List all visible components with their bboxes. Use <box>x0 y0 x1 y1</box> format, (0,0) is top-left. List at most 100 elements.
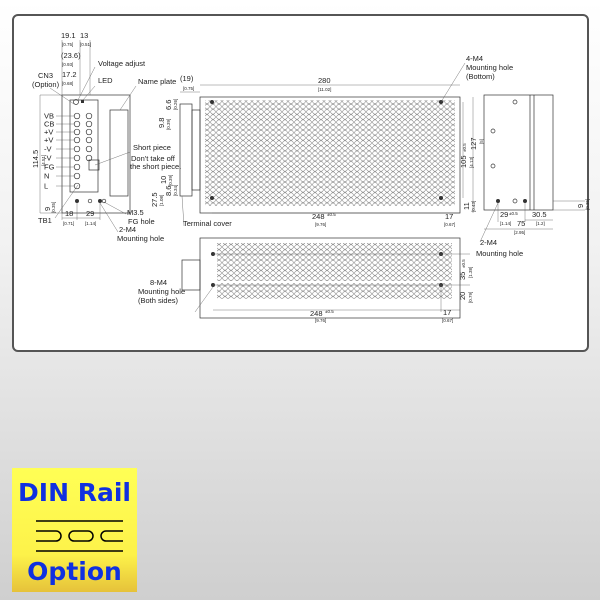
dim-27-5-in: [1.08] <box>159 195 164 206</box>
dim-13: 13 <box>80 31 88 40</box>
dim-127: 127 <box>469 137 478 150</box>
tolerance: ±0.5 <box>509 211 518 216</box>
m3-5-label: M3.5 <box>127 208 144 217</box>
terminal-cover <box>191 109 201 191</box>
dim-127-in: [5] <box>479 139 484 144</box>
dim-27-5: 27.5 <box>150 192 159 207</box>
m4-label: 8-M4 <box>150 278 167 287</box>
dim-248: 248 <box>310 309 323 318</box>
bottom-label: (Bottom) <box>466 72 495 81</box>
din-rail-option-badge: DIN Rail Option <box>12 468 137 592</box>
tolerance: ±0.5 <box>327 212 336 217</box>
dim-9: 9 <box>576 204 585 208</box>
terminal-label: L <box>44 182 48 191</box>
terminal-screw-icon <box>85 112 93 120</box>
terminal-label: N <box>44 172 49 181</box>
dim-9-8: 9.8 <box>157 118 166 128</box>
dim-30-5-in: [1.2] <box>536 221 545 226</box>
terminal-screw-icon <box>73 128 81 136</box>
terminal-cover-label: Terminal cover <box>183 219 232 228</box>
short-piece <box>88 159 100 171</box>
dim-13-in: [0.51] <box>80 42 91 47</box>
cn3-label: CN3 <box>38 71 53 80</box>
terminal-screw-icon <box>73 120 81 128</box>
terminal-screw-icon <box>73 145 81 153</box>
dim-29-in: [1.14] <box>85 221 96 226</box>
terminal-screw-icon <box>85 145 93 153</box>
dim-9-8-in: [0.39] <box>166 119 171 130</box>
din-rail-icon <box>36 520 123 552</box>
dim-248-in: [9.76] <box>315 222 326 227</box>
terminal-screw-icon <box>85 120 93 128</box>
dim-6-6-in: [0.26] <box>173 99 178 110</box>
dim-19-1: 19.1 <box>61 31 76 40</box>
dim-17-2-in: [0.68] <box>62 81 73 86</box>
terminal-screw-icon <box>73 163 81 171</box>
dim-35: 35 <box>458 272 467 280</box>
dim-10-in: [0.39] <box>168 175 173 186</box>
end-view: 29 ±0.5 [1.14] 30.5 [1.2] 75 [2.95] 9 [0… <box>476 94 590 258</box>
badge-line-2: Option <box>27 557 122 586</box>
dim-19-in: [0.75] <box>183 86 194 91</box>
voltage-adjust-label: Voltage adjust <box>98 59 146 68</box>
side-view: 19.1 13 [0.75] [0.51] (23.6) [0.93] 17.2… <box>31 31 181 243</box>
dim-9-in: [0.35] <box>585 199 590 210</box>
dim-248: 248 <box>312 212 325 221</box>
terminal-strip <box>179 103 193 197</box>
name-plate <box>109 109 129 197</box>
dim-248-in: [9.76] <box>315 318 326 323</box>
mounting-hole-label: Mounting hole <box>476 249 523 258</box>
mounting-hole-label: Mounting hole <box>117 234 164 243</box>
dim-30-5: 30.5 <box>532 210 547 219</box>
dim-105-in: [4.13] <box>469 157 474 168</box>
terminal-screw-icon <box>73 182 81 190</box>
terminal-label: VB <box>44 112 54 121</box>
dim-19: (19) <box>180 74 194 83</box>
tb1-label: TB1 <box>38 216 52 225</box>
dim-105: 105 <box>459 155 468 168</box>
mounting-hole-label: Mounting hole <box>466 63 513 72</box>
terminal-screw-icon <box>85 128 93 136</box>
tolerance: ±0.5 <box>462 143 467 152</box>
dim-19-1-in: [0.75] <box>62 42 73 47</box>
dim-11-in: [0.43] <box>471 201 476 212</box>
top-view: (19) [0.75] 280 [11.02] 6.6 [0.26] 9.8 [… <box>150 54 513 228</box>
terminal-block <box>69 99 99 193</box>
dim-23-6-in: [0.93] <box>62 62 73 67</box>
dim-114-5-in: [4.51] <box>41 155 46 166</box>
both-sides-label: (Both sides) <box>138 296 179 305</box>
dim-20: 20 <box>458 292 467 300</box>
m4-label: 2-M4 <box>480 238 497 247</box>
dim-23-6: (23.6) <box>61 51 81 60</box>
terminal-label: FG <box>44 163 55 172</box>
dim-35-in: [1.38] <box>468 267 473 278</box>
dim-8-6-in: [0.34] <box>173 185 178 196</box>
terminal-label: CB <box>44 120 54 129</box>
dim-9: 9 <box>43 207 52 211</box>
dim-75: 75 <box>517 219 525 228</box>
dim-18: 18 <box>65 209 73 218</box>
badge-line-1: DIN Rail <box>18 478 131 507</box>
voltage-adjust-icon <box>73 99 79 105</box>
m4-label: 4-M4 <box>466 54 483 63</box>
dim-17-in: [0.67] <box>444 222 455 227</box>
terminal-label: -V <box>44 154 52 163</box>
dim-29: 29 <box>500 210 508 219</box>
led-icon <box>81 100 84 103</box>
short-note-2: the short piece. <box>130 162 181 171</box>
front-view: 35 ±0.5 [1.38] 20 [0.79] 248 ±0.5 [9.76]… <box>138 237 473 323</box>
terminal-screw-icon <box>73 172 81 180</box>
terminal-label: +V <box>44 136 53 145</box>
tolerance: ±0.5 <box>461 259 466 268</box>
name-plate-label: Name plate <box>138 77 176 86</box>
led-label: LED <box>98 76 113 85</box>
dim-75-in: [2.95] <box>514 230 525 235</box>
tolerance: ±0.5 <box>325 309 334 314</box>
dim-17-2: 17.2 <box>62 70 77 79</box>
terminal-screw-icon <box>73 154 81 162</box>
dim-6-6: 6.6 <box>164 100 173 110</box>
dim-17: 17 <box>445 212 453 221</box>
dim-29-in: [1.14] <box>500 221 511 226</box>
mounting-hole-label: Mounting hole <box>138 287 185 296</box>
